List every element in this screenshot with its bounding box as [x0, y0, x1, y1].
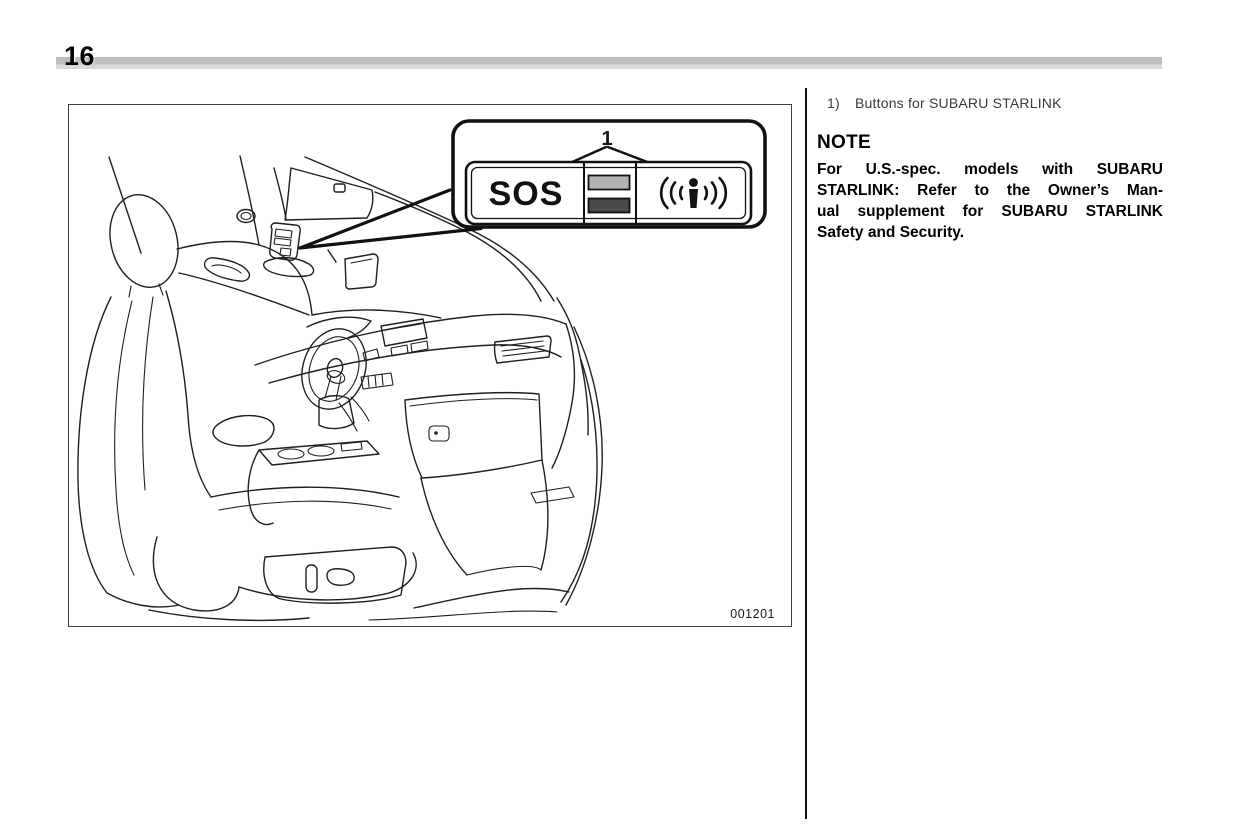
callout-box: 1 SOS	[451, 119, 767, 229]
indicator-bar-dark	[587, 197, 631, 214]
sos-button: SOS	[489, 175, 564, 213]
note-line: Safety and Security.	[817, 224, 965, 241]
indicator-bars-button	[587, 174, 631, 214]
info-speaker-button	[659, 176, 728, 210]
figure-frame: 1 SOS	[68, 104, 792, 627]
right-column: 1) Buttons for SUBARU STARLINK NOTE For …	[817, 95, 1163, 243]
figure-code: 001201	[730, 607, 775, 621]
info-sound-waves-icon	[659, 176, 728, 210]
note-heading: NOTE	[817, 132, 871, 153]
note-body: For U.S.-spec. models with SUBARU STARLI…	[817, 159, 1163, 243]
figure-caption-item: 1) Buttons for SUBARU STARLINK	[817, 95, 1163, 111]
note-line: STARLINK: Refer to the Owner’s Man-	[817, 182, 1163, 199]
caption-index: 1)	[827, 95, 840, 111]
car-interior-line-art	[77, 155, 603, 622]
header-rule	[56, 57, 1162, 69]
callout-pointer	[298, 188, 483, 250]
starlink-button-panel: SOS	[464, 160, 753, 226]
caption-text: Buttons for SUBARU STARLINK	[855, 95, 1062, 111]
note-line: For U.S.-spec. models with SUBARU	[817, 161, 1163, 178]
car-interior-illustration: 1 SOS	[77, 119, 775, 622]
note-line: ual supplement for SUBARU STARLINK	[817, 203, 1163, 220]
indicator-bar-light	[587, 174, 631, 191]
callout-number-label: 1	[601, 128, 612, 150]
page-number: 16	[64, 41, 96, 71]
column-divider	[805, 88, 807, 819]
